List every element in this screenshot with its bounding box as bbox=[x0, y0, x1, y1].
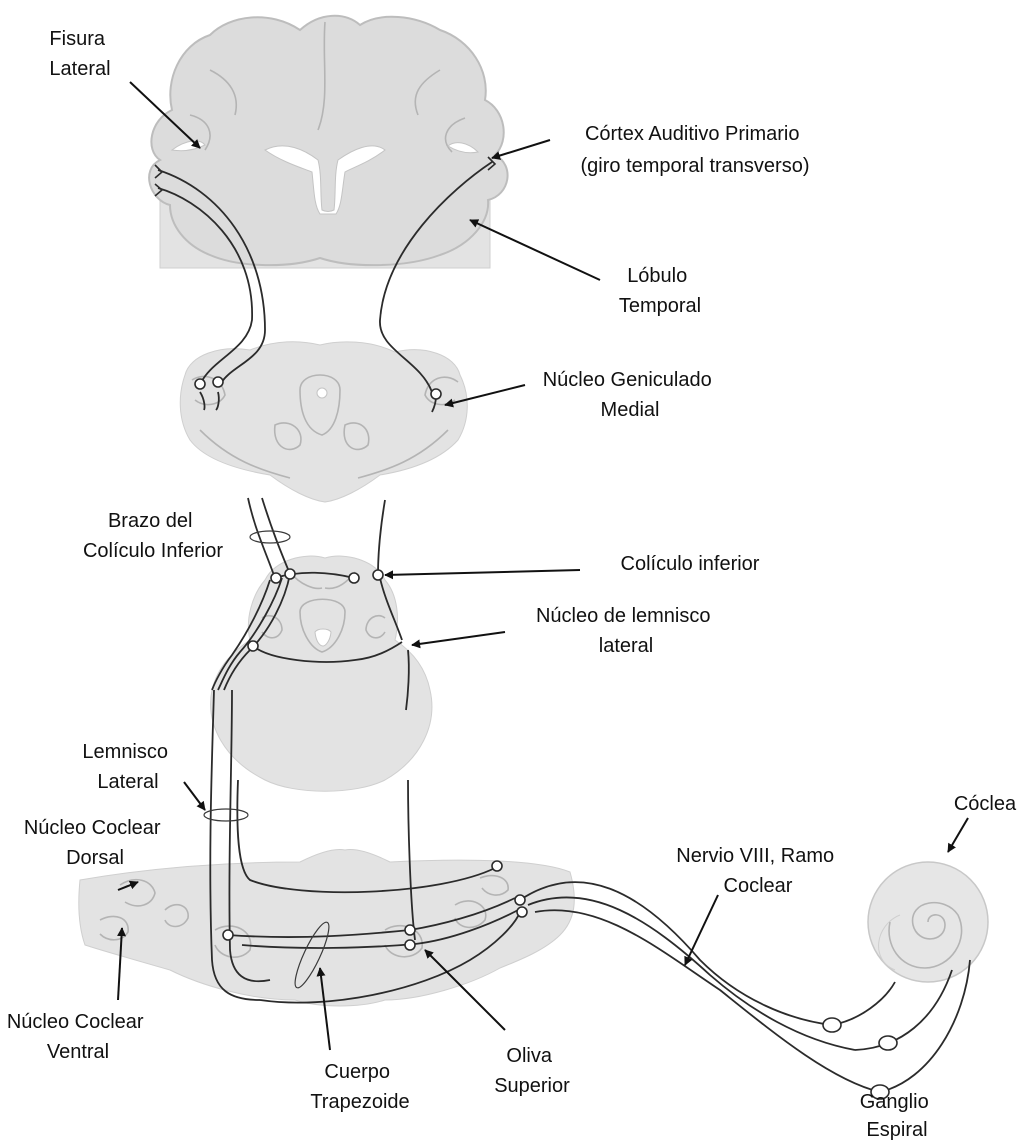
label-nucleo-coclear-dorsal: Núcleo Coclear Dorsal bbox=[24, 817, 166, 869]
label-lobulo-temporal: Lóbulo Temporal bbox=[619, 265, 701, 317]
spiral-ganglion-cell bbox=[879, 1036, 897, 1050]
brachium-bundle-ellipse bbox=[250, 531, 290, 543]
spiral-ganglion-cell bbox=[823, 1018, 841, 1032]
thalamus-section bbox=[180, 342, 467, 502]
label-coliculo-inferior: Colículo inferior bbox=[621, 553, 760, 575]
medulla-section bbox=[79, 850, 574, 1007]
cerebral-hemispheres bbox=[149, 16, 507, 265]
label-nucleo-lemnisco: Núcleo de lemnisco lateral bbox=[536, 605, 716, 657]
label-oliva-superior: Oliva Superior bbox=[494, 1045, 570, 1097]
cerebrum-section bbox=[149, 16, 507, 268]
label-brazo-coliculo: Brazo del Colículo Inferior bbox=[83, 510, 223, 562]
label-lemnisco-lateral: Lemnisco Lateral bbox=[82, 741, 173, 793]
label-nucleo-coclear-ventral: Núcleo Coclear Ventral bbox=[7, 1011, 149, 1063]
label-nucleo-geniculado: Núcleo Geniculado Medial bbox=[543, 369, 718, 421]
label-cortex-auditivo: Córtex Auditivo Primario (giro temporal … bbox=[581, 123, 810, 177]
label-fisura-lateral: Fisura Lateral bbox=[49, 28, 110, 80]
label-cuerpo-trapezoide: Cuerpo Trapezoide bbox=[310, 1061, 409, 1113]
brainstem-upper-section bbox=[211, 556, 432, 791]
label-ganglio-espiral: Ganglio Espiral bbox=[860, 1091, 935, 1141]
label-coclea: Cóclea bbox=[954, 793, 1017, 815]
label-nervio-viii: Nervio VIII, Ramo Coclear bbox=[676, 845, 839, 897]
